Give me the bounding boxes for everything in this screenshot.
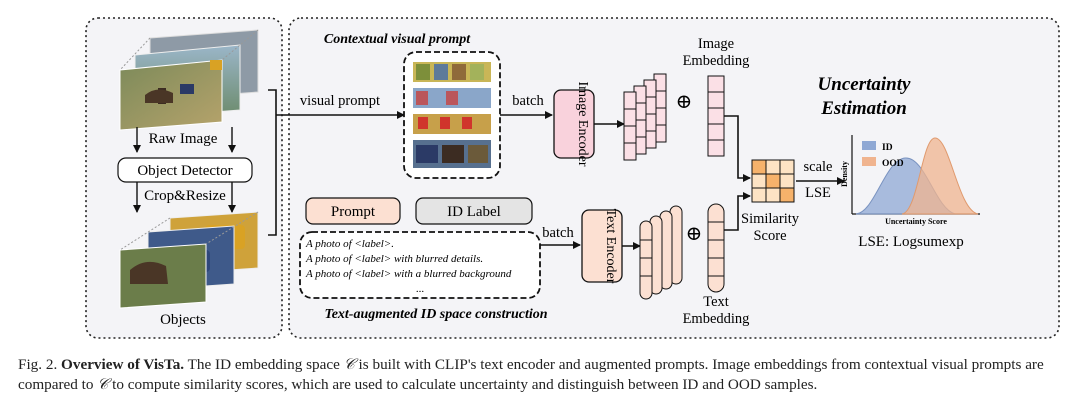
prompt-line-3: A photo of <label> with a blurred backgr… xyxy=(305,268,512,280)
text-embedding xyxy=(707,203,725,293)
caption-text-3: to compute similarity scores, which are … xyxy=(112,376,818,393)
lse-definition: LSE: Logsumexp xyxy=(858,234,963,250)
prompt-line-4: ... xyxy=(416,283,425,295)
crop-resize-label: Crop&Resize xyxy=(144,188,226,204)
text-aug-title: Text-augmented ID space construction xyxy=(324,307,547,322)
figure-caption: Fig. 2. Overview of VisTa. The ID embedd… xyxy=(18,355,1068,395)
caption-symbol-2: 𝒞 xyxy=(97,376,109,393)
image-embedding-stack xyxy=(623,73,667,161)
scale-label: scale xyxy=(804,159,833,175)
similarity-label-2: Score xyxy=(753,228,786,244)
raw-image-stack xyxy=(119,29,259,131)
ood-density-curve xyxy=(901,137,979,215)
caption-text-2: is built with CLIP's text encoder and au… xyxy=(18,356,1044,393)
prompt-line-2: A photo of <label> with blurred details. xyxy=(305,253,483,265)
caption-bold: Overview of VisTa. xyxy=(61,356,185,373)
similarity-matrix xyxy=(751,159,795,203)
legend-ood-label: OOD xyxy=(882,159,904,169)
image-embedding-label-2: Embedding xyxy=(683,53,750,69)
plus-icon-top: ⊕ xyxy=(676,91,693,113)
image-embedding xyxy=(707,75,725,157)
contextual-title: Contextual visual prompt xyxy=(324,32,471,47)
batch-label-top: batch xyxy=(512,93,544,109)
caption-text-1: The ID embedding space xyxy=(187,356,340,373)
density-ylabel: Density xyxy=(840,161,849,187)
prompt-box xyxy=(305,197,401,225)
legend-id-label: ID xyxy=(882,143,893,153)
objects-label: Objects xyxy=(160,312,206,328)
density-plot: ID OOD Density Uncertainty Score xyxy=(840,135,980,226)
text-embedding-label-2: Embedding xyxy=(683,311,750,327)
prompt-line-1: A photo of <label>. xyxy=(305,238,394,250)
pipeline-diagram: Raw Image Object Detector Crop&Resize Ob… xyxy=(85,17,1060,339)
objects-stack xyxy=(119,211,259,309)
object-detector-box xyxy=(117,157,253,183)
raw-image-label: Raw Image xyxy=(149,131,218,147)
batch-label-bottom: batch xyxy=(542,225,574,241)
legend-id-swatch xyxy=(862,141,876,150)
object-detector-label: Object Detector xyxy=(137,163,232,179)
prompt-label: Prompt xyxy=(331,204,376,220)
density-xlabel: Uncertainty Score xyxy=(885,217,947,226)
id-label-label: ID Label xyxy=(447,204,501,220)
contextual-prompt-grid xyxy=(413,62,491,168)
legend-ood-swatch xyxy=(862,157,876,166)
image-encoder-label: Image Encoder xyxy=(575,81,590,166)
image-embedding-label-1: Image xyxy=(698,36,734,52)
caption-prefix: Fig. 2. xyxy=(18,356,58,373)
similarity-label-1: Similarity xyxy=(741,211,800,227)
lse-label: LSE xyxy=(805,185,831,201)
visual-prompt-label: visual prompt xyxy=(300,93,380,109)
uncertainty-title-2: Estimation xyxy=(820,98,907,119)
id-label-box xyxy=(415,197,533,225)
prompt-list-box xyxy=(299,231,541,299)
text-embedding-label-1: Text xyxy=(703,294,729,310)
text-encoder-label: Text Encoder xyxy=(603,209,618,284)
text-embedding-stack xyxy=(639,205,683,300)
caption-symbol-1: 𝒞 xyxy=(343,356,355,373)
uncertainty-title-1: Uncertainty xyxy=(818,74,911,95)
plus-icon-bottom: ⊕ xyxy=(686,223,703,245)
